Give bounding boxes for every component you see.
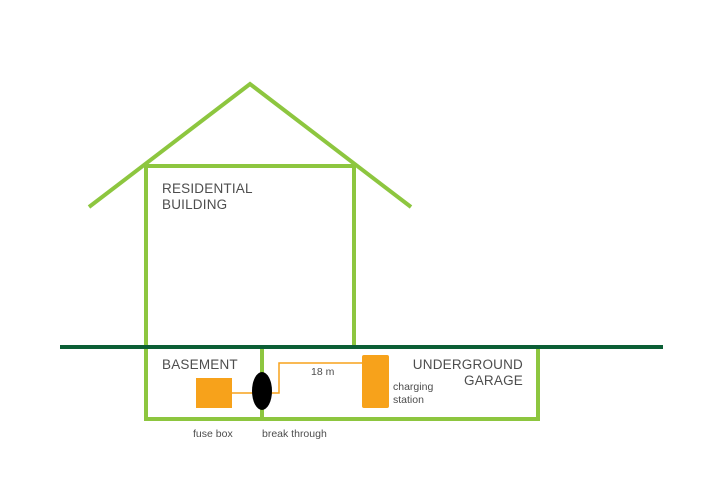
- charging-label-line1: charging: [393, 381, 434, 393]
- charging-station-label: charging station: [393, 381, 433, 406]
- roof-outline: [87, 81, 413, 209]
- fuse-box-label: fuse box: [193, 428, 233, 440]
- residential-label-line2: BUILDING: [162, 197, 228, 213]
- fuse-box: [196, 378, 232, 408]
- garage-label-line2: GARAGE: [464, 373, 523, 389]
- charging-station: [362, 355, 389, 408]
- underground-garage-label: UNDERGROUND GARAGE: [413, 357, 523, 389]
- charging-cable: [232, 362, 362, 394]
- basement-label: BASEMENT: [162, 357, 238, 372]
- distance-label: 18 m: [311, 366, 335, 378]
- residential-label-line1: RESIDENTIAL: [162, 181, 253, 196]
- charging-label-line2: station: [393, 393, 424, 406]
- break-through-opening: [252, 372, 272, 410]
- residential-building-label: RESIDENTIAL BUILDING: [162, 181, 253, 213]
- garage-label-line1: UNDERGROUND: [412, 357, 523, 372]
- break-through-label: break through: [262, 428, 327, 440]
